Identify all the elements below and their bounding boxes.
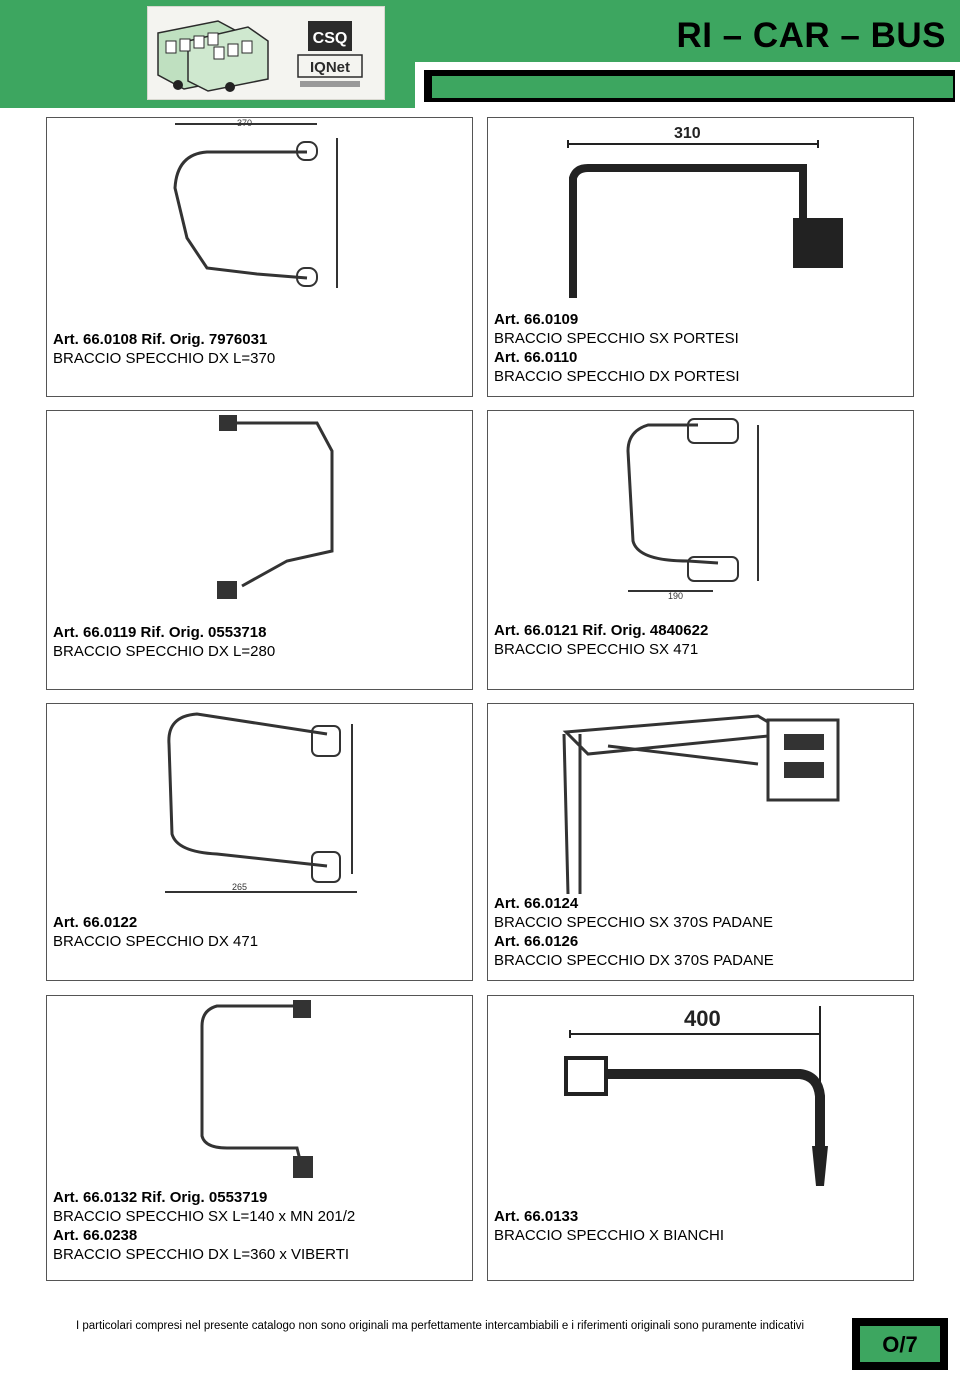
product-cell-8: 400 Art. 66.0133 BRACCIO SPECCHIO X BIAN… <box>487 995 914 1281</box>
product-cell-1: 370 Art. 66.0108 Rif. Orig. 7976031 BRAC… <box>46 117 473 397</box>
page-number: O/7 <box>860 1326 940 1362</box>
product-cell-5: 265 Art. 66.0122 BRACCIO SPECCHIO DX 471 <box>46 703 473 981</box>
mirror-arm-drawing-7 <box>200 1000 313 1178</box>
product-cell-3: Art. 66.0119 Rif. Orig. 0553718 BRACCIO … <box>46 410 473 690</box>
mirror-arm-drawing-2: 310 <box>567 125 843 298</box>
mirror-arm-drawing-5: 265 <box>165 712 357 893</box>
svg-text:370: 370 <box>237 118 252 128</box>
mirror-arm-drawing-4: 190 <box>626 418 759 601</box>
product-caption-8: Art. 66.0133 BRACCIO SPECCHIO X BIANCHI <box>494 1208 725 1244</box>
svg-text:CSQ: CSQ <box>313 30 348 47</box>
product-cell-2: 310 Art. 66.0109 BRACCIO SPECCHIO SX POR… <box>487 117 914 397</box>
product-caption-7: Art. 66.0132 Rif. Orig. 0553719 BRACCIO … <box>53 1189 356 1263</box>
mirror-arm-drawing-3 <box>217 415 334 599</box>
title-bar-fill <box>432 76 953 98</box>
product-caption-6: Art. 66.0124 BRACCIO SPECCHIO SX 370S PA… <box>494 895 774 969</box>
svg-text:265: 265 <box>232 882 247 892</box>
product-cell-4: 190 Art. 66.0121 Rif. Orig. 4840622 BRAC… <box>487 410 914 690</box>
bus-icon: CSQ IQNet <box>157 20 363 92</box>
product-caption-3: Art. 66.0119 Rif. Orig. 0553718 BRACCIO … <box>53 624 276 660</box>
product-caption-4: Art. 66.0121 Rif. Orig. 4840622 BRACCIO … <box>494 622 709 658</box>
product-cell-7: Art. 66.0132 Rif. Orig. 0553719 BRACCIO … <box>46 995 473 1281</box>
svg-text:190: 190 <box>668 591 683 601</box>
svg-text:400: 400 <box>684 1006 721 1031</box>
brand-title: RI – CAR – BUS <box>676 16 946 55</box>
mirror-arm-drawing-6 <box>562 714 840 895</box>
product-caption-5: Art. 66.0122 BRACCIO SPECCHIO DX 471 <box>53 914 259 950</box>
svg-text:IQNet: IQNet <box>310 59 350 76</box>
product-caption-2: Art. 66.0109 BRACCIO SPECCHIO SX PORTESI… <box>494 311 740 385</box>
svg-text:310: 310 <box>674 125 701 142</box>
product-cell-6: Art. 66.0124 BRACCIO SPECCHIO SX 370S PA… <box>487 703 914 981</box>
company-logo: CSQ IQNet <box>147 6 385 100</box>
mirror-arm-drawing-1: 370 <box>173 118 338 288</box>
product-caption-1: Art. 66.0108 Rif. Orig. 7976031 BRACCIO … <box>53 331 276 367</box>
mirror-arm-drawing-8: 400 <box>564 1006 828 1186</box>
footer-disclaimer: I particolari compresi nel presente cata… <box>76 1320 805 1332</box>
